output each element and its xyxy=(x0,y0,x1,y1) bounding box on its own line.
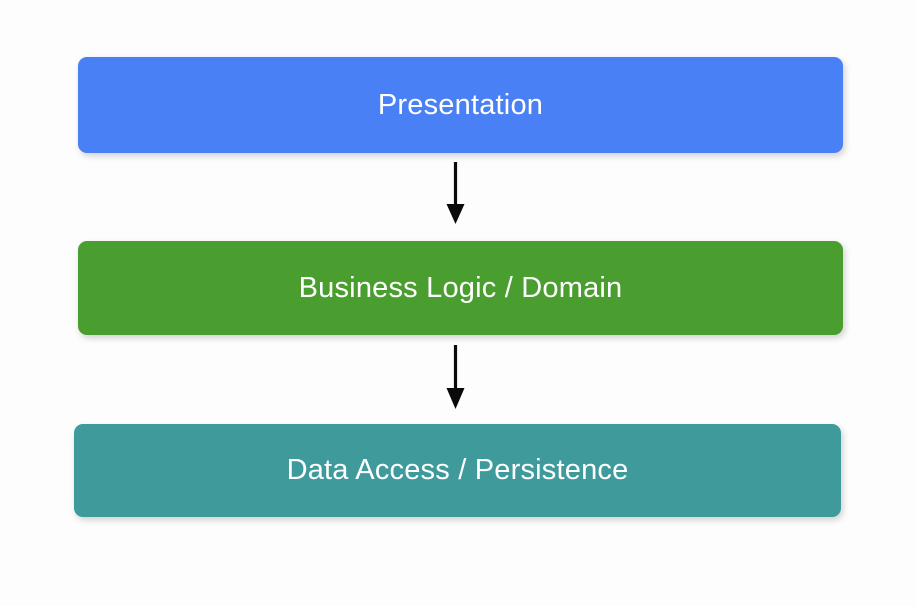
arrow-business-to-data-icon xyxy=(440,343,476,411)
arrow-down-icon xyxy=(446,162,465,224)
arrow-down-icon xyxy=(446,345,465,409)
layer-label-data-access: Data Access / Persistence xyxy=(286,454,629,486)
arrow-presentation-to-business-icon xyxy=(440,160,476,226)
layer-box-presentation[interactable]: Presentation xyxy=(78,57,843,153)
layer-box-business-logic[interactable]: Business Logic / Domain xyxy=(78,241,843,335)
layer-label-presentation: Presentation xyxy=(377,88,544,121)
layer-box-data-access[interactable]: Data Access / Persistence xyxy=(74,424,841,517)
layer-label-business-logic: Business Logic / Domain xyxy=(298,271,623,304)
